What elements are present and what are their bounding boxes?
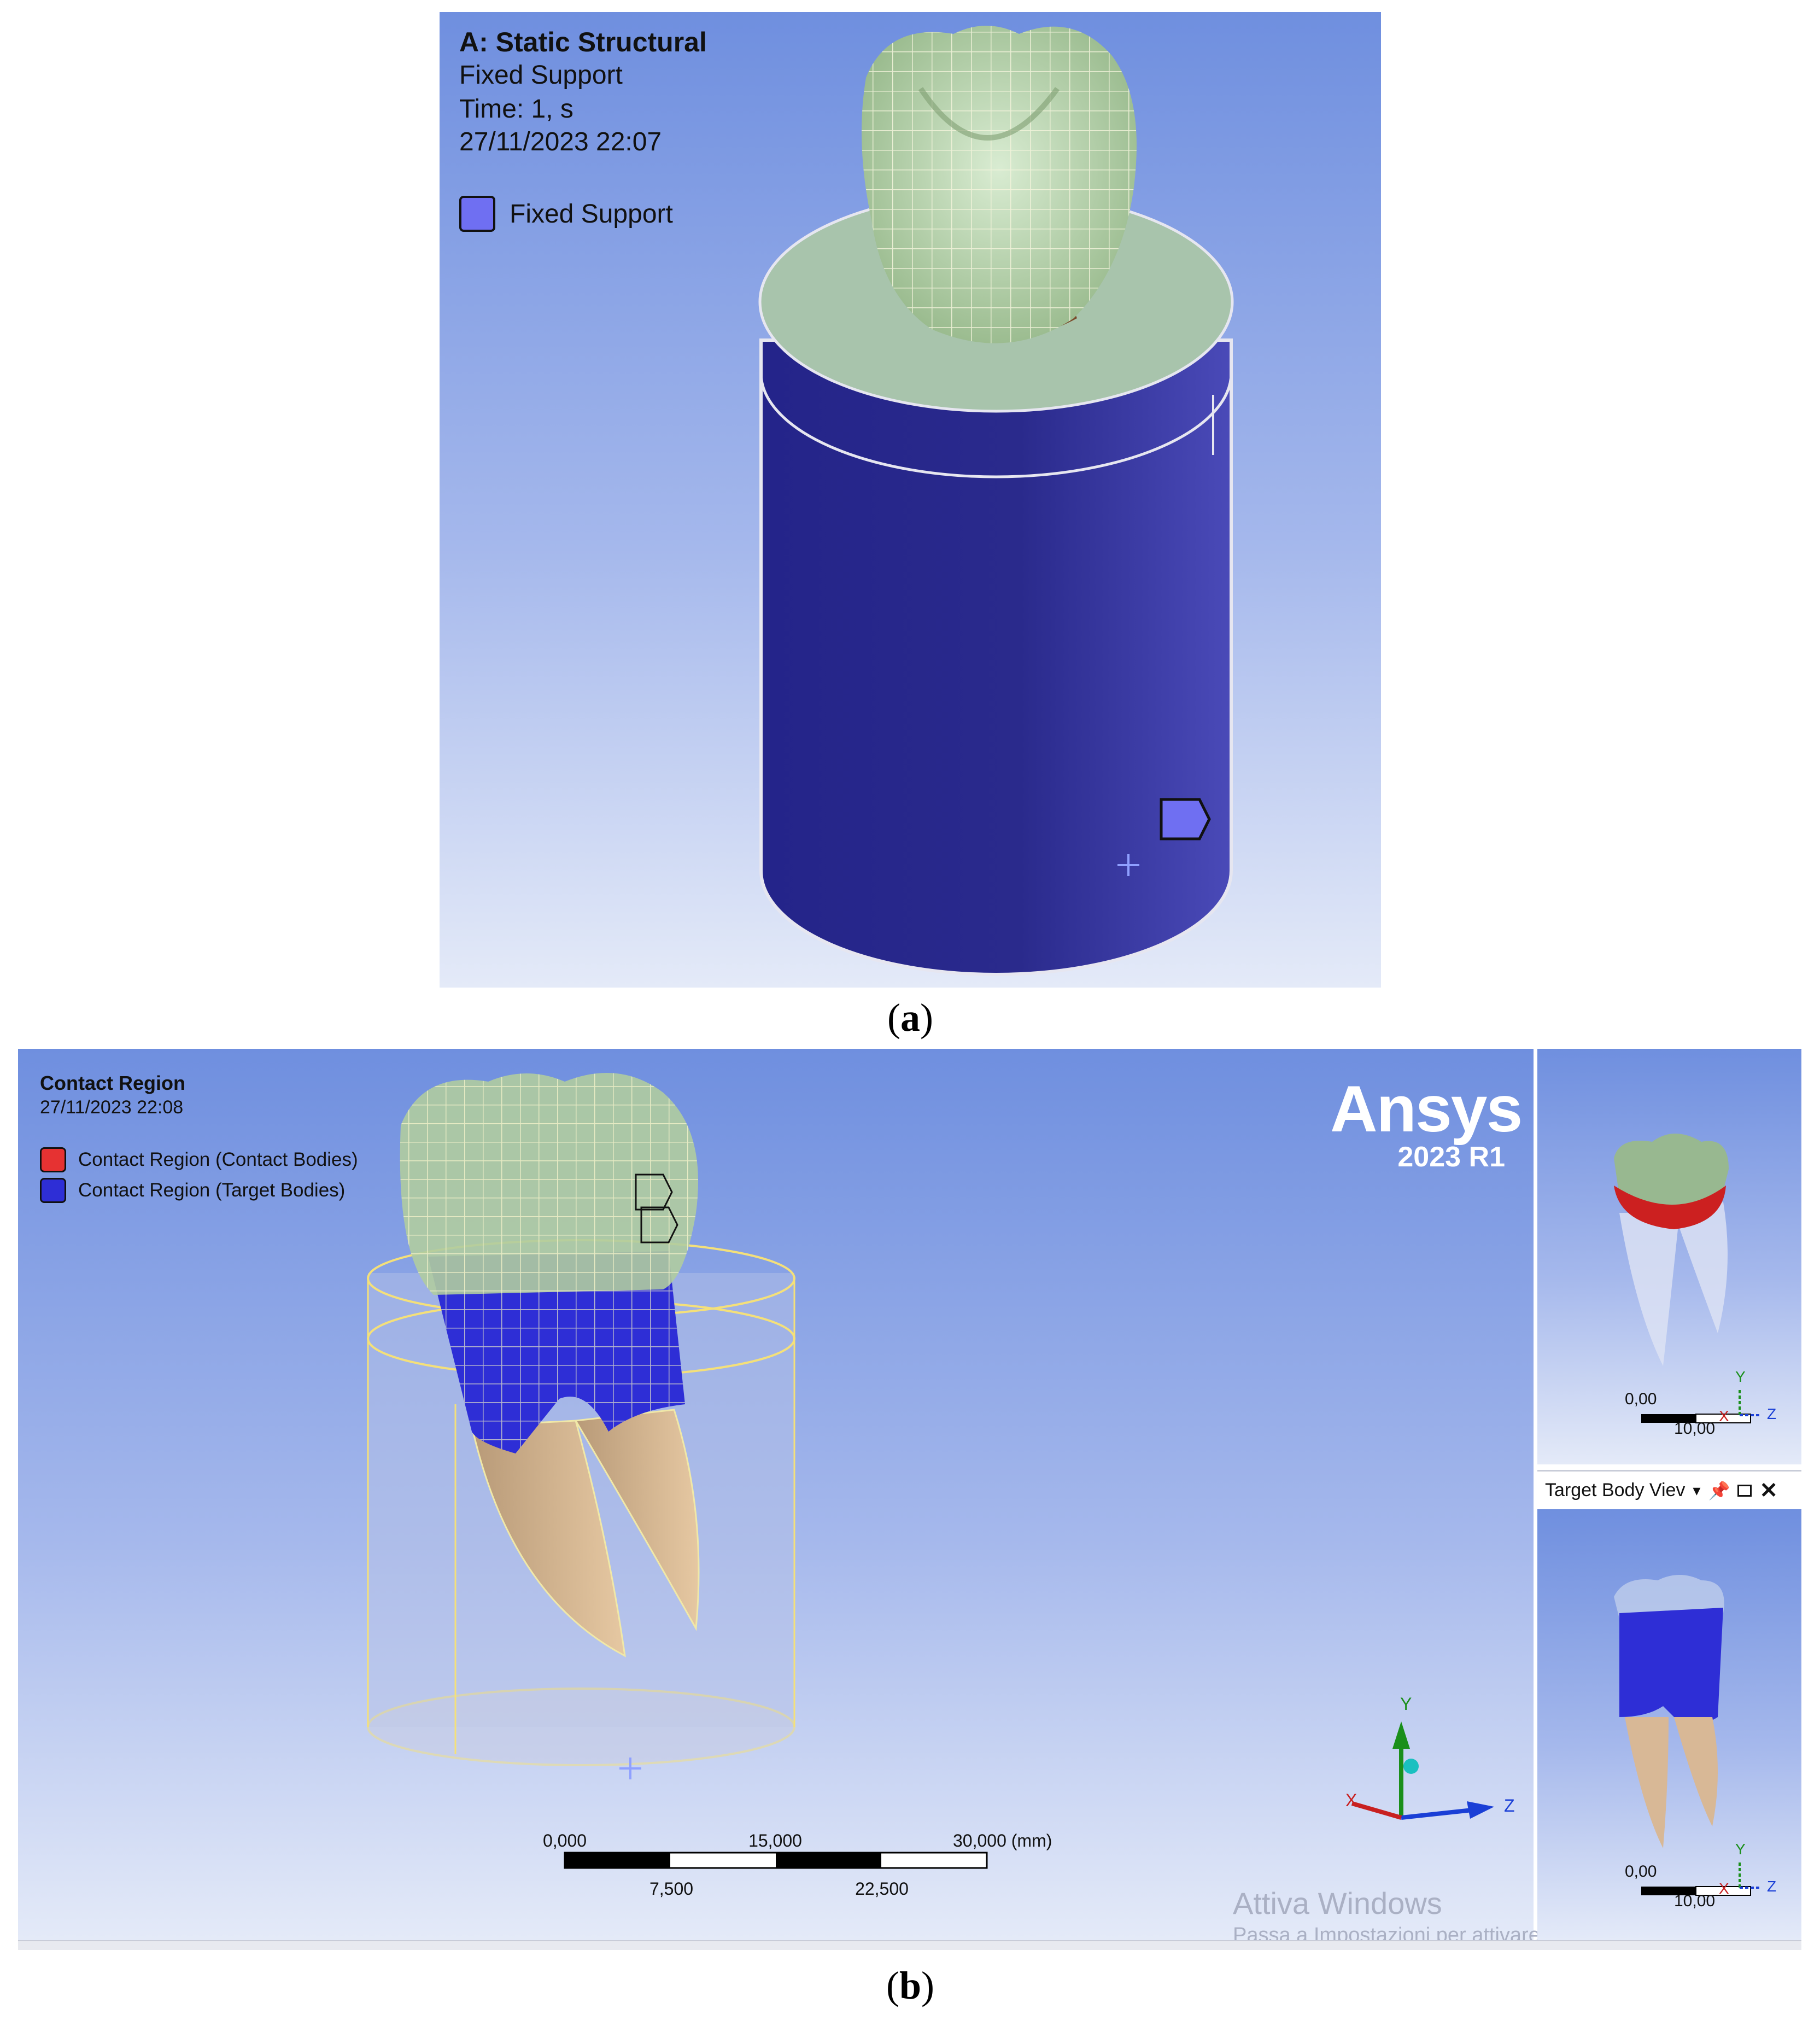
target-body-graphic <box>1614 1575 1762 1896</box>
mini-axis-z: Z <box>1767 1405 1777 1422</box>
mini-scale-label-10: 10,00 <box>1674 1420 1716 1438</box>
axis-x-label: X <box>1345 1790 1357 1810</box>
axis-y-label: Y <box>1400 1694 1412 1714</box>
close-icon[interactable]: ✕ <box>1759 1478 1778 1503</box>
legend-label: Contact Region (Contact Bodies) <box>78 1149 358 1170</box>
legend-swatch <box>40 1178 66 1203</box>
mini-axis-x: X <box>1719 1408 1729 1424</box>
ansys-version: 2023 R1 <box>1397 1141 1505 1173</box>
chevron-down-icon[interactable]: ▾ <box>1693 1482 1701 1499</box>
legend-item-fixed-support: Fixed Support <box>459 196 673 232</box>
legend-label: Contact Region (Target Bodies) <box>78 1180 346 1201</box>
legend-label: Fixed Support <box>510 199 673 229</box>
target-axis-z: Z <box>1767 1878 1777 1895</box>
scale-label-15: 15,000 <box>748 1831 802 1850</box>
fixed-support-marker <box>1160 798 1211 840</box>
model-b-graphic <box>367 1073 1494 1869</box>
legend-item-contact-bodies: Contact Region (Contact Bodies) <box>40 1147 358 1172</box>
ansys-logo: Ansys <box>1330 1072 1523 1146</box>
scale-label-30: 30,000 (mm) <box>953 1831 1052 1850</box>
panel-b-datetime: 27/11/2023 22:08 <box>40 1097 184 1118</box>
maximize-icon[interactable] <box>1737 1484 1752 1497</box>
panel-b-title: Contact Region <box>40 1072 185 1094</box>
target-scale-label-0: 0,00 <box>1625 1862 1657 1881</box>
target-axis-x: X <box>1719 1880 1729 1897</box>
legend-swatch <box>459 196 495 232</box>
model-a-graphic <box>758 26 1234 976</box>
scale-label-7500: 7,500 <box>649 1879 694 1899</box>
mini-scale-label-0: 0,00 <box>1625 1390 1657 1408</box>
contact-body-graphic <box>1614 1134 1762 1423</box>
mini-axis-y: Y <box>1735 1368 1746 1385</box>
target-body-view-title: Target Body Viev <box>1545 1480 1686 1500</box>
viewport-b[interactable]: Contact Region 27/11/2023 22:08 Contact … <box>18 1049 1636 1947</box>
legend-item-target-bodies: Contact Region (Target Bodies) <box>40 1178 345 1203</box>
panel-a-title: A: Static Structural <box>459 27 707 57</box>
panel-a-datetime: 27/11/2023 22:07 <box>459 127 662 156</box>
contact-body-view[interactable]: 0,00 10,00 Y X Z <box>1537 1049 1801 1464</box>
target-axis-y: Y <box>1735 1841 1746 1858</box>
activation-watermark-title: Attiva Windows <box>1233 1886 1442 1920</box>
panel-a-subtitle: Fixed Support <box>459 61 623 90</box>
axis-z-label: Z <box>1504 1796 1515 1815</box>
scale-label-0: 0,000 <box>542 1831 587 1850</box>
pin-icon[interactable]: 📌 <box>1708 1480 1730 1500</box>
legend-swatch <box>40 1147 66 1172</box>
scale-label-22500: 22,500 <box>855 1879 909 1899</box>
caption-b: (b) <box>886 1964 934 2007</box>
target-body-view[interactable]: 0,00 10,00 Y X Z <box>1537 1509 1801 1940</box>
panel-a-time: Time: 1, s <box>459 95 573 124</box>
target-scale-label-10: 10,00 <box>1674 1892 1716 1910</box>
viewport-a[interactable]: A: Static Structural Fixed Support Time:… <box>440 12 1381 988</box>
caption-a: (a) <box>887 996 933 1040</box>
status-strip <box>18 1940 1801 1950</box>
target-body-view-header[interactable]: Target Body Viev ▾ 📌 ✕ <box>1537 1470 1801 1509</box>
